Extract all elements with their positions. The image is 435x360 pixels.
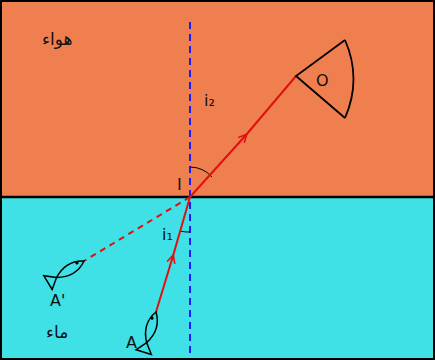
point-label: A [126, 334, 137, 352]
point-label: A' [50, 292, 65, 310]
air-region [0, 0, 435, 197]
point-label: O [316, 72, 329, 90]
observer-eye [296, 40, 354, 118]
fish-object [136, 310, 164, 355]
medium-label: هواء [42, 30, 72, 49]
angle-label: i₂ [204, 92, 215, 110]
fish-image [44, 254, 88, 289]
angle-arc [180, 231, 190, 232]
virtual-ray [84, 197, 190, 261]
normal-line [189, 22, 191, 358]
water-region [0, 197, 435, 360]
point-label: I [177, 176, 182, 194]
refracted-ray [190, 135, 246, 197]
interface-line [0, 196, 435, 199]
refracted-ray [246, 76, 296, 135]
angle-label: i₁ [162, 226, 173, 244]
incident-ray [156, 256, 173, 312]
medium-label: ماء [46, 323, 68, 342]
